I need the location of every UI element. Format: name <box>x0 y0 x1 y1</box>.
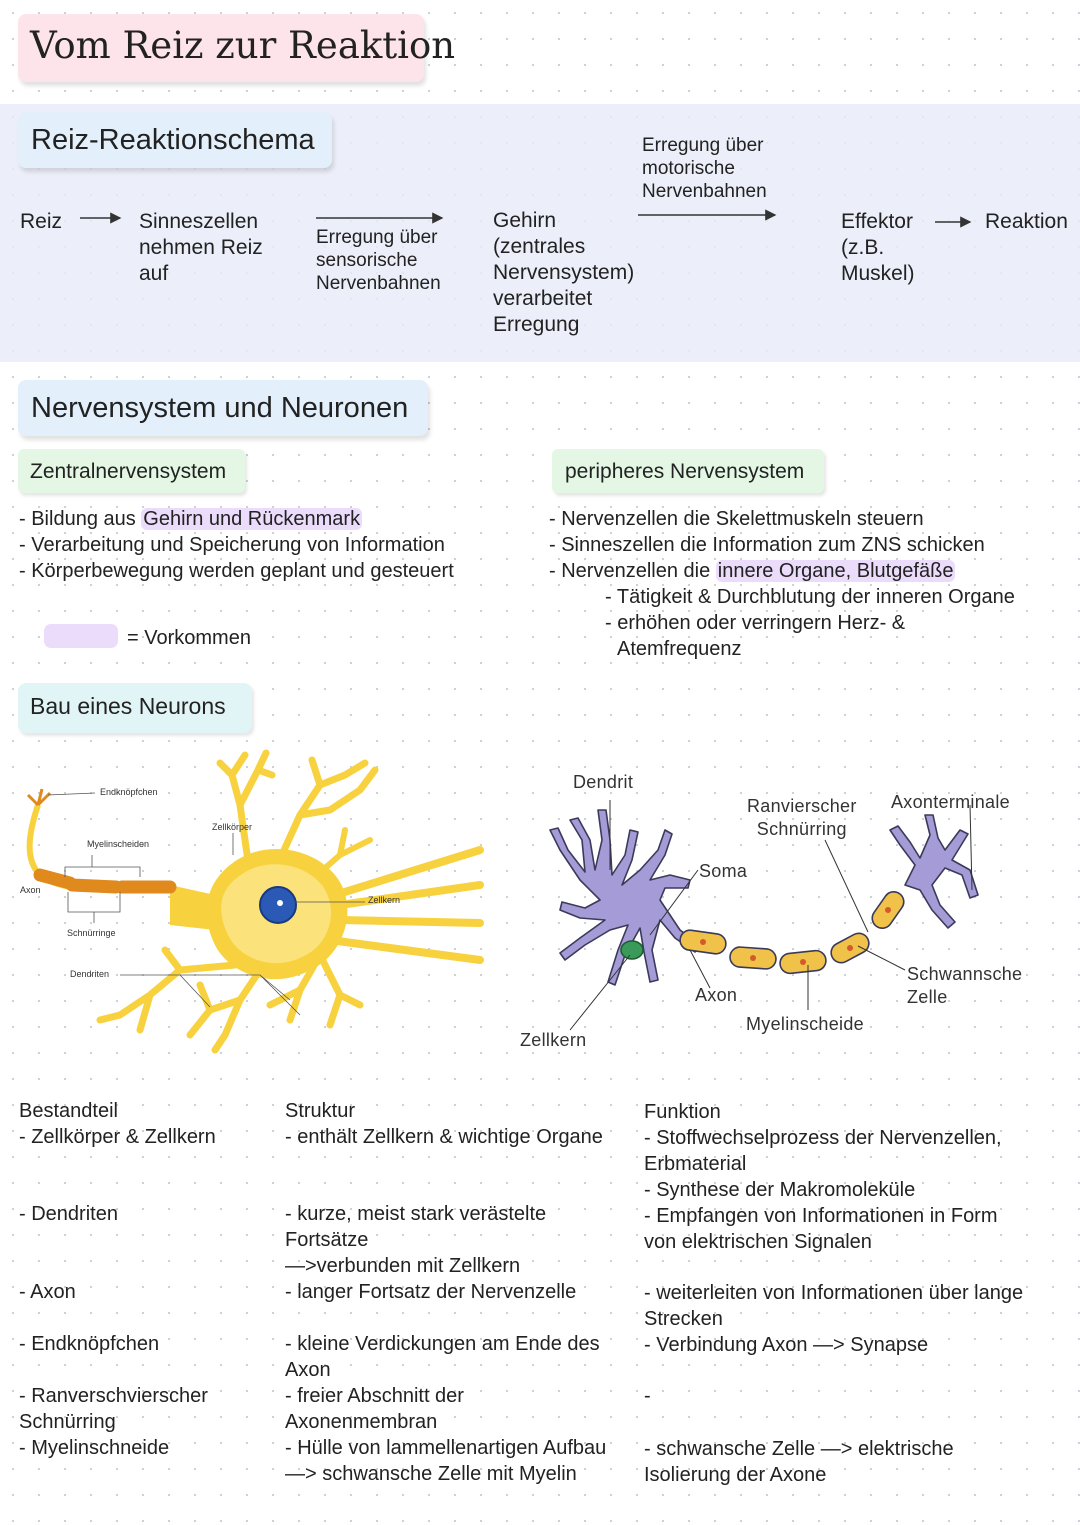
table-header-struktur: Struktur <box>285 1100 356 1122</box>
pns-highlight: innere Organe, Blutgefäße <box>715 560 956 582</box>
pns-heading: peripheres Nervensystem <box>565 460 805 483</box>
legend-swatch <box>44 624 118 648</box>
neuron-illustration-right <box>549 800 979 1031</box>
label-axon-right: Axon <box>695 985 738 1005</box>
label-endknoepfchen: Endknöpfchen <box>100 787 158 797</box>
table-header-bestandteil: Bestandteil <box>19 1100 118 1122</box>
label-dendriten: Dendriten <box>70 969 110 979</box>
label-zellkern-right: Zellkern <box>520 1030 587 1050</box>
page-title: Vom Reiz zur Reaktion <box>30 24 456 67</box>
zns-highlight: Gehirn und Rückenmark <box>141 508 363 530</box>
table-cell-bestandteil: - Dendriten <box>19 1203 118 1225</box>
table-cell-struktur: - enthält Zellkern & wichtige Organe <box>285 1126 603 1148</box>
label-soma: Soma <box>699 861 748 881</box>
zns-heading: Zentralnervensystem <box>30 460 227 483</box>
schema-arrows <box>80 209 972 228</box>
table-cell-bestandteil: - Zellkörper & Zellkern <box>19 1126 216 1148</box>
schema-reiz: Reiz <box>20 210 63 233</box>
label-axonterminale: Axonterminale <box>891 792 1010 812</box>
title-box <box>18 14 424 82</box>
label-myelinscheiden: Myelinscheiden <box>87 839 150 849</box>
label-zellkern-left: Zellkern <box>368 895 401 905</box>
nervensystem-heading: Nervensystem und Neuronen <box>31 392 409 424</box>
label-zellkoerper: Zellkörper <box>212 822 253 832</box>
schema-heading: Reiz-Reaktionschema <box>31 124 315 156</box>
schema-effektor: Effektor(z.B.Muskel) <box>841 210 915 285</box>
schema-reaktion: Reaktion <box>985 210 1068 233</box>
zns-heading-box <box>18 449 245 493</box>
pns-heading-box <box>552 449 824 493</box>
zns-list: - Bildung aus Gehirn und Rückenmark - Ve… <box>19 508 454 582</box>
table-cell-bestandteil: - Endknöpfchen <box>19 1333 160 1355</box>
label-myelinscheide: Myelinscheide <box>746 1014 864 1034</box>
neuron-illustration-left <box>26 749 484 1054</box>
table-cell-funktion: - <box>644 1385 651 1407</box>
schema-heading-box <box>18 112 332 168</box>
nervensystem-heading-box <box>18 380 428 436</box>
table-cell-bestandteil: - Axon <box>19 1281 76 1303</box>
legend-text: = Vorkommen <box>127 627 251 649</box>
label-dendrit: Dendrit <box>573 772 634 792</box>
pns-list: - Nervenzellen die Skelettmuskeln steuer… <box>549 508 1015 660</box>
label-axon-left: Axon <box>20 885 41 895</box>
bau-heading: Bau eines Neurons <box>30 693 226 719</box>
table-header-funktion: Funktion <box>644 1101 721 1123</box>
bau-heading-box <box>18 683 252 733</box>
table-cell-funktion: - Stoffwechselprozess der Nervenzellen,E… <box>644 1127 1002 1253</box>
label-schnuerringe: Schnürringe <box>67 928 116 938</box>
table-cell-funktion: - weiterleiten von Informationen über la… <box>644 1282 1024 1356</box>
